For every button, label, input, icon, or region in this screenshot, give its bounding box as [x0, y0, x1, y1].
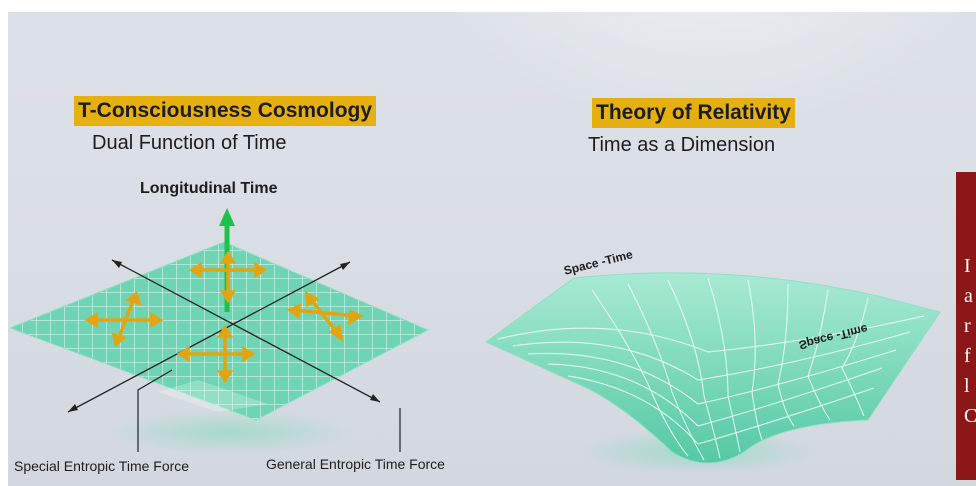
sidebar-text-panel: I a r f l C	[956, 172, 976, 480]
sidebar-letter: C	[964, 405, 976, 427]
sidebar-letter: f	[964, 345, 971, 367]
axis-arrowhead	[112, 260, 122, 268]
sidebar-letter: a	[964, 285, 973, 307]
longitudinal-time-arrowhead	[219, 208, 235, 226]
sidebar-letter: l	[964, 375, 970, 397]
spacetime-gridlines	[497, 277, 925, 461]
gold-arrow-group-top	[188, 250, 268, 304]
axis-arrowhead	[68, 404, 78, 412]
left-plane-sheen	[158, 380, 268, 412]
axis-diagonal-b	[67, 261, 351, 413]
spacetime-surface	[485, 272, 941, 464]
sidebar-letter: r	[964, 315, 971, 337]
gold-arrow-group-left	[84, 290, 164, 348]
left-subtitle: Dual Function of Time	[92, 132, 287, 154]
left-plane-shadow	[110, 410, 350, 454]
gold-arrow-group-bottom	[176, 324, 256, 384]
special-entropic-label: Special Entropic Time Force	[14, 458, 190, 474]
diagram-panel: T-Consciousness Cosmology Dual Function …	[8, 12, 976, 486]
left-title: T-Consciousness Cosmology	[74, 96, 377, 126]
longitudinal-time-label: Longitudinal Time	[140, 180, 278, 197]
diagram-scene	[8, 208, 941, 474]
general-entropic-label: General Entropic Time Force	[266, 456, 445, 472]
gold-arrow-group-right	[286, 290, 364, 342]
sidebar-letter: I	[964, 255, 971, 277]
axis-diagonal-a	[111, 259, 381, 403]
pointer-special	[137, 369, 173, 452]
right-title: Theory of Relativity	[592, 98, 795, 128]
axis-arrowhead	[340, 262, 350, 270]
axis-arrowhead	[370, 394, 380, 402]
right-subtitle: Time as a Dimension	[588, 134, 776, 156]
